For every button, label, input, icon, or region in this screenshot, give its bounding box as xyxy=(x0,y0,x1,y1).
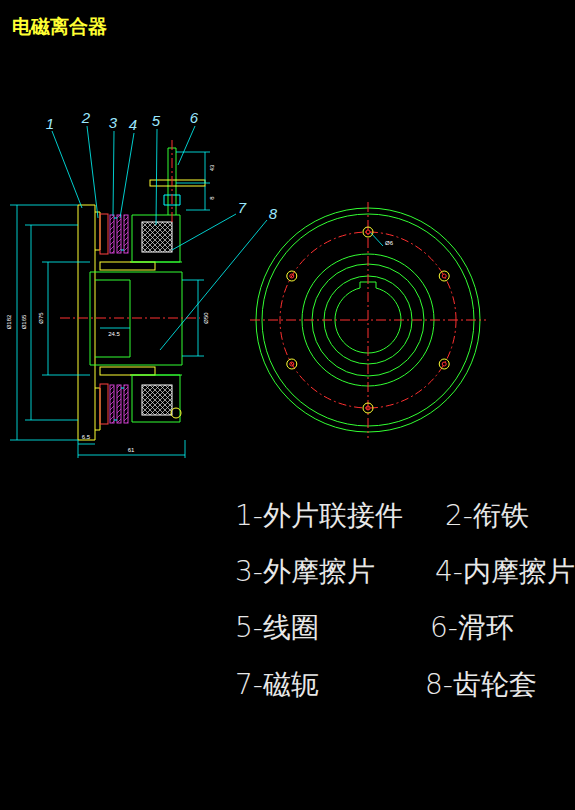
bolt-hole xyxy=(363,403,373,413)
dimension-text: 8 xyxy=(209,196,215,199)
bolt-hole-core xyxy=(290,362,294,366)
bolt-hole-core xyxy=(366,230,370,234)
bolt-hole xyxy=(287,271,297,281)
part-legend: 8-齿轮套 xyxy=(425,671,537,699)
dimension-text: 61 xyxy=(128,447,135,453)
dimension-text: Ø75 xyxy=(38,312,44,323)
dimension-text: Ø165 xyxy=(21,315,27,330)
drawing-title: 电磁离合器 xyxy=(12,14,107,40)
dimension-text: Ø182 xyxy=(6,315,12,330)
callout-number: 1 xyxy=(46,116,54,131)
callout-number: 5 xyxy=(152,113,160,128)
part-legend: 4-内摩擦片 xyxy=(435,558,575,586)
callout-number: 7 xyxy=(238,200,246,215)
dimension-text: 43 xyxy=(209,165,215,172)
callout-number: 3 xyxy=(109,115,117,130)
bolt-hole xyxy=(439,359,449,369)
bolt-hole-core xyxy=(366,406,370,410)
dimension-text: 24.5 xyxy=(108,331,120,337)
dimension-text: Ø50 xyxy=(203,312,209,323)
callout-number: 8 xyxy=(269,206,277,221)
dimension-text: 6.5 xyxy=(82,434,90,440)
part-legend: 6-滑环 xyxy=(430,614,514,642)
bolt-hole-core xyxy=(442,274,446,278)
part-legend: 7-磁轭 xyxy=(235,671,319,699)
callout-number: 6 xyxy=(190,110,198,125)
bolt-hole-core xyxy=(290,274,294,278)
part-legend: 1-外片联接件 xyxy=(235,502,403,530)
dimension-text: Ø6 xyxy=(385,240,393,246)
bolt-hole xyxy=(363,227,373,237)
bolt-hole xyxy=(287,359,297,369)
bolt-hole xyxy=(439,271,449,281)
part-legend: 2-衔铁 xyxy=(445,502,529,530)
callout-number: 2 xyxy=(82,110,90,125)
callout-number: 4 xyxy=(129,117,137,132)
part-legend: 3-外摩擦片 xyxy=(235,558,375,586)
part-legend: 5-线圈 xyxy=(235,614,319,642)
bolt-hole-core xyxy=(442,362,446,366)
